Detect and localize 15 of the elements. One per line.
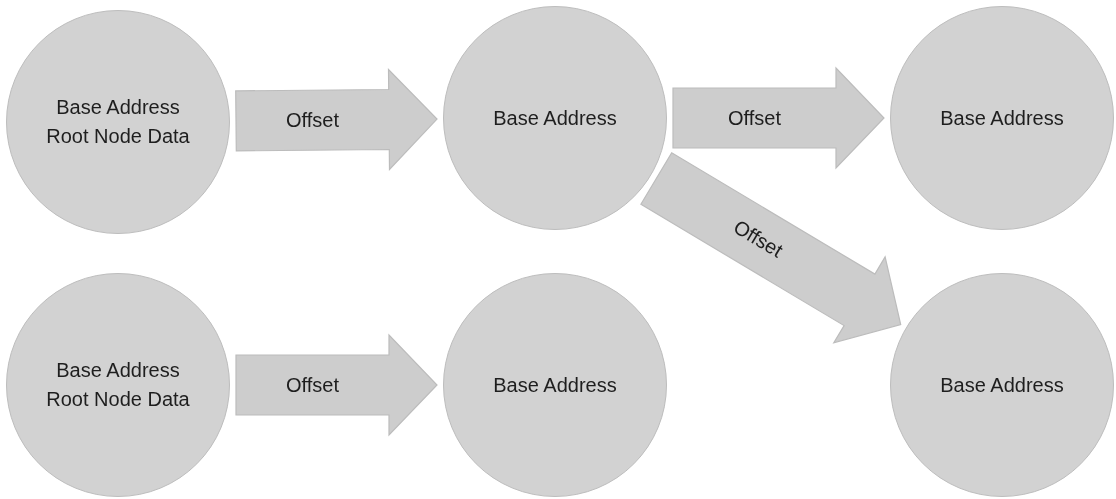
node-text: Base Address (493, 105, 617, 131)
node-text: Base Address (493, 372, 617, 398)
node-text: Base Address (940, 372, 1064, 398)
node-text: Base Address (56, 95, 180, 120)
edge-label: Offset (286, 108, 339, 132)
node-text: Root Node Data (46, 124, 190, 149)
node-text: Base Address (56, 358, 180, 383)
edge-label: Offset (286, 373, 339, 397)
block-arrow (640, 151, 902, 344)
block-arrow (235, 68, 438, 171)
node-text: Root Node Data (46, 387, 190, 412)
block-arrow (672, 66, 885, 170)
node-text: Base Address (940, 105, 1064, 131)
edge-label: Offset (728, 106, 781, 130)
block-arrow (235, 333, 438, 437)
